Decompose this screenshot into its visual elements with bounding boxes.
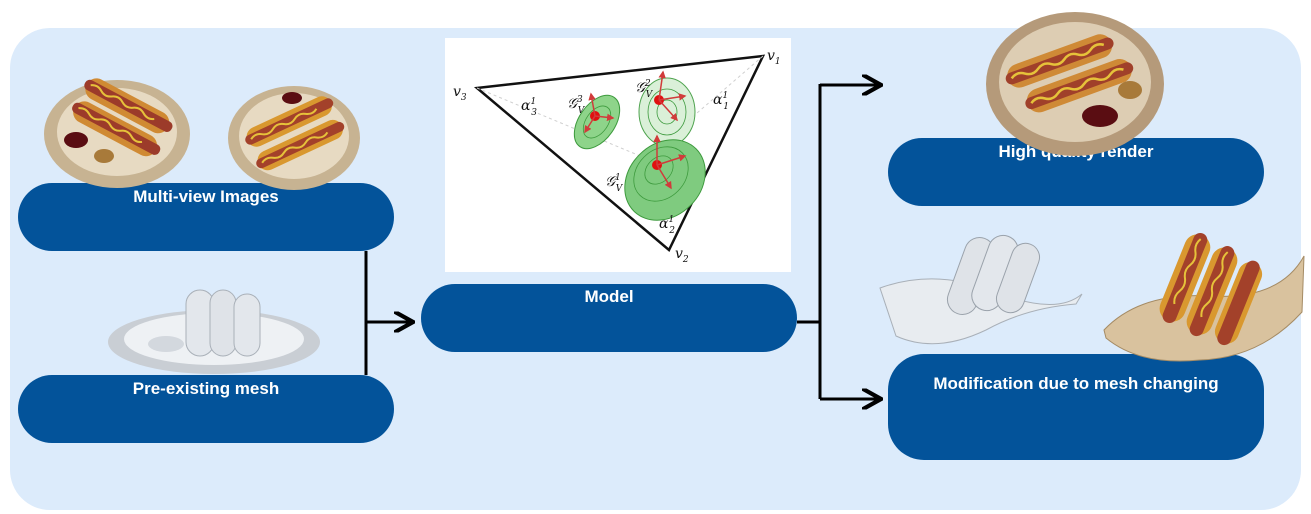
model-box: Model: [421, 284, 797, 352]
pre-existing-mesh-box: Pre-existing mesh: [18, 375, 394, 443]
grey-mesh-image: [108, 289, 320, 374]
v3-label: v3: [453, 84, 467, 103]
gaussian-1: [624, 134, 706, 221]
gaussian-3: [573, 92, 621, 150]
hotdog-plate-image-2: [228, 86, 360, 190]
deformed-mesh-image: [879, 234, 1083, 345]
gaussian-2: [638, 70, 696, 147]
multi-view-images-box: Multi-view Images: [18, 183, 394, 251]
modification-label: Modification due to mesh changing: [933, 374, 1219, 393]
pre-existing-mesh-label: Pre-existing mesh: [132, 379, 280, 398]
modification-box: Modification due to mesh changing: [888, 354, 1264, 460]
v2-label: v2: [675, 246, 689, 265]
high-quality-render-image: [986, 12, 1164, 156]
multi-view-images-label: Multi-view Images: [133, 187, 279, 206]
deformed-render-image: [1103, 232, 1305, 362]
hotdog-plate-image-1: [44, 78, 190, 188]
model-label: Model: [584, 287, 634, 306]
triangle: [473, 54, 766, 252]
v1-label: v1: [767, 48, 781, 67]
